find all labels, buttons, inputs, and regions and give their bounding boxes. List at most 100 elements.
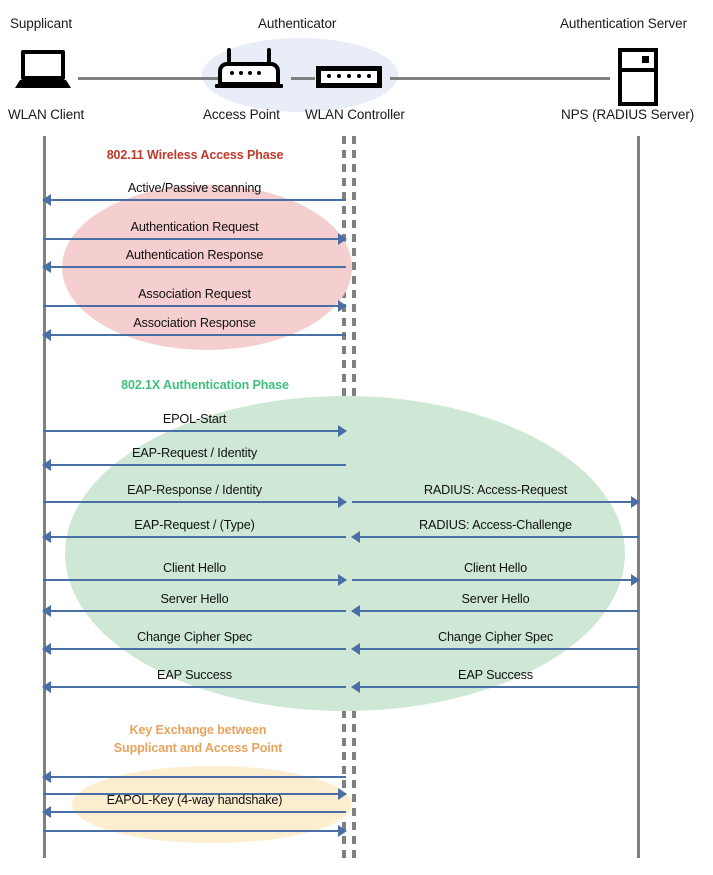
- arrow-shaft: [43, 334, 346, 336]
- led: [347, 74, 351, 78]
- arrow-shaft: [352, 648, 639, 650]
- laptop-base: [15, 80, 71, 88]
- arrow-head-left: [42, 806, 51, 818]
- arrow-head-left: [42, 261, 51, 273]
- message-label-left-9: Client Hello: [162, 561, 227, 575]
- message-label-right-0: RADIUS: Access-Request: [423, 483, 568, 497]
- led: [248, 71, 252, 75]
- arrow-head-left: [351, 531, 360, 543]
- arrow-shaft: [352, 536, 639, 538]
- message-label-left-10: Server Hello: [160, 592, 229, 606]
- arrow-head-left: [42, 459, 51, 471]
- message-label-left-15: EAPOL-Key (4-way handshake): [106, 793, 283, 807]
- device-connector-wire-2: [291, 77, 315, 80]
- arrow-shaft: [43, 811, 346, 813]
- server-bay-divider: [622, 68, 654, 72]
- arrow-shaft: [43, 238, 346, 240]
- actor-name-2: WLAN Controller: [305, 107, 405, 122]
- arrow-head-right: [338, 300, 347, 312]
- led: [239, 71, 243, 75]
- laptop-screen: [21, 50, 65, 80]
- arrow-head-left: [42, 329, 51, 341]
- laptop-icon: [15, 50, 71, 88]
- message-label-left-12: EAP Success: [157, 668, 232, 682]
- device-connector-wire-3: [390, 77, 610, 80]
- access-point-foot: [215, 84, 283, 88]
- message-label-right-5: EAP Success: [458, 668, 533, 682]
- arrow-shaft: [43, 464, 346, 466]
- arrow-head-left: [42, 681, 51, 693]
- message-label-left-4: Association Response: [133, 316, 256, 330]
- arrow-shaft: [43, 199, 346, 201]
- message-label-left-3: Association Request: [138, 287, 251, 301]
- access-point-leds: [230, 71, 261, 75]
- phase-label-wireless-access: 802.11 Wireless Access Phase: [106, 148, 284, 162]
- actor-role-0: Supplicant: [10, 16, 73, 31]
- message-label-right-4: Change Cipher Spec: [437, 630, 554, 644]
- access-point-antenna-2: [267, 48, 271, 65]
- message-label-left-0: Active/Passive scanning: [127, 181, 262, 195]
- lifeline-supplicant: [43, 136, 46, 858]
- arrow-head-left: [42, 531, 51, 543]
- led: [257, 71, 261, 75]
- message-label-right-1: RADIUS: Access-Challenge: [419, 518, 572, 532]
- arrow-head-left: [351, 643, 360, 655]
- arrow-shaft: [43, 430, 346, 432]
- message-label-left-2: Authentication Response: [125, 248, 264, 262]
- arrow-shaft: [43, 830, 346, 832]
- phase-label-key-exchange: Key Exchange between Supplicant and Acce…: [113, 723, 283, 755]
- device-connector-wire-1: [78, 77, 226, 80]
- arrow-head-right: [338, 425, 347, 437]
- arrow-shaft: [43, 305, 346, 307]
- arrow-shaft: [43, 579, 346, 581]
- led: [327, 74, 331, 78]
- message-label-left-1: Authentication Request: [130, 220, 259, 234]
- arrow-head-left: [42, 643, 51, 655]
- phase-ellipse-dot1x-auth: [65, 396, 625, 711]
- led: [357, 74, 361, 78]
- arrow-head-left: [42, 194, 51, 206]
- actor-role-1: Authenticator: [258, 16, 337, 31]
- message-label-right-2: Client Hello: [463, 561, 528, 575]
- actor-role-3: Authentication Server: [560, 16, 687, 31]
- arrow-head-right: [338, 233, 347, 245]
- arrow-shaft: [43, 266, 346, 268]
- arrow-shaft: [43, 501, 346, 503]
- arrow-head-right: [631, 574, 640, 586]
- access-point-antenna-1: [227, 48, 231, 65]
- wlan-controller-icon: [316, 66, 382, 88]
- arrow-shaft: [352, 501, 639, 503]
- wlan-controller-leds: [327, 74, 371, 78]
- arrow-shaft: [43, 536, 346, 538]
- arrow-shaft: [43, 793, 346, 795]
- arrow-head-right: [338, 825, 347, 837]
- arrow-head-left: [42, 605, 51, 617]
- arrow-head-right: [338, 574, 347, 586]
- server-body: [618, 48, 658, 106]
- arrow-shaft: [43, 776, 346, 778]
- led: [337, 74, 341, 78]
- arrow-shaft: [43, 648, 346, 650]
- arrow-shaft: [43, 686, 346, 688]
- arrow-head-right: [338, 788, 347, 800]
- actor-name-1: Access Point: [203, 107, 280, 122]
- led: [367, 74, 371, 78]
- message-label-left-6: EAP-Request / Identity: [131, 446, 258, 460]
- message-label-right-3: Server Hello: [461, 592, 530, 606]
- message-label-left-8: EAP-Request / (Type): [134, 518, 255, 532]
- arrow-shaft: [352, 610, 639, 612]
- message-label-left-7: EAP-Response / Identity: [127, 483, 262, 497]
- phase-label-dot1x-auth: 802.1X Authentication Phase: [121, 378, 289, 392]
- server-icon: [618, 48, 658, 106]
- message-label-left-11: Change Cipher Spec: [136, 630, 253, 644]
- arrow-shaft: [43, 610, 346, 612]
- actor-name-3: NPS (RADIUS Server): [561, 107, 695, 122]
- arrow-shaft: [352, 686, 639, 688]
- arrow-head-left: [351, 681, 360, 693]
- arrow-head-left: [351, 605, 360, 617]
- arrow-head-right: [338, 496, 347, 508]
- led: [230, 71, 234, 75]
- access-point-icon: [215, 48, 283, 90]
- server-led: [642, 56, 649, 63]
